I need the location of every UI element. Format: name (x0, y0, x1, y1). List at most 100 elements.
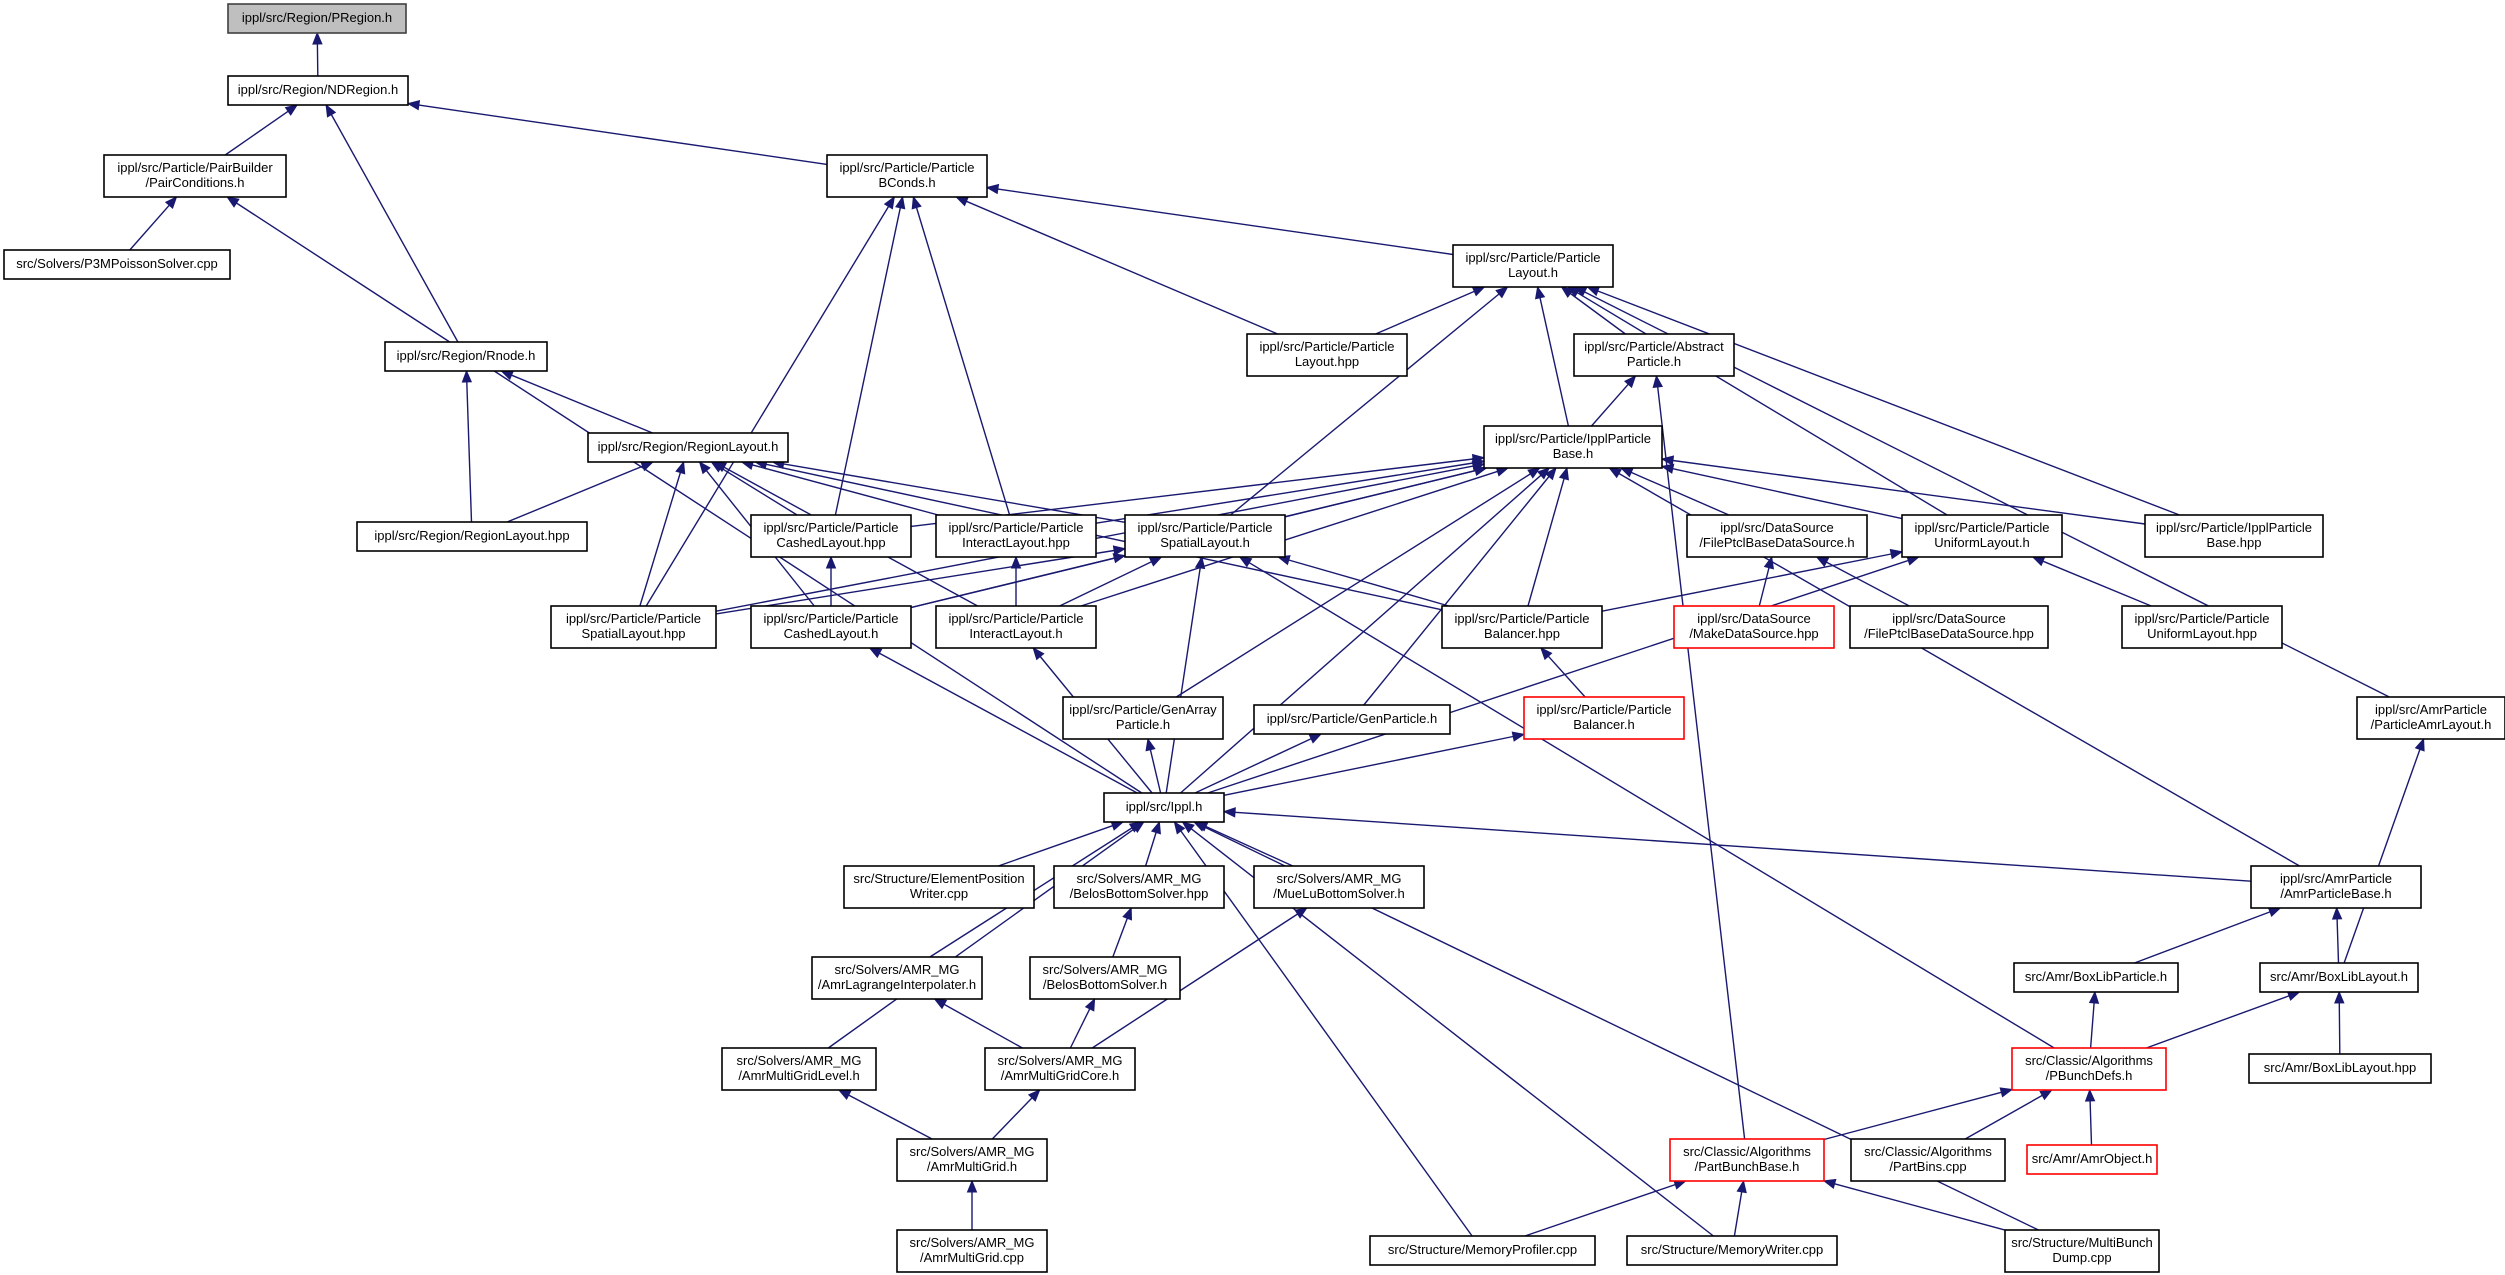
node-box (896, 1138, 1048, 1182)
node-filepcl-h[interactable]: ippl/src/DataSource/FilePtclBaseDataSour… (1686, 514, 1868, 558)
edge-partbins-to-pbunchdefs (1964, 1089, 2053, 1140)
arrowhead (1308, 733, 1323, 744)
node-box (750, 605, 912, 649)
node-amrbase[interactable]: ippl/src/AmrParticle/AmrParticleBase.h (2250, 865, 2422, 909)
node-interact-h[interactable]: ippl/src/Particle/ParticleInteractLayout… (935, 605, 1097, 649)
node-spatial-h[interactable]: ippl/src/Particle/ParticleSpatialLayout.… (1124, 514, 1286, 558)
arrowhead (1527, 467, 1541, 479)
node-label-line: src/Classic/Algorithms (1864, 1144, 1992, 1159)
node-box (2013, 962, 2179, 993)
edge-pbunchdefs-to-spatial_h (1238, 556, 2055, 1049)
edge-cashed_h-to-spatial_h (910, 553, 1127, 609)
node-uniform-h[interactable]: ippl/src/Particle/ParticleUniformLayout.… (1901, 514, 2063, 558)
edge-playout_hpp-to-playout_h (1375, 286, 1486, 335)
node-boxlibparticle[interactable]: src/Amr/BoxLibParticle.h (2013, 962, 2179, 993)
node-label-line: src/Amr/BoxLibLayout.h (2270, 969, 2408, 984)
node-label-line: ippl/src/DataSource (1892, 611, 2005, 626)
edge-regionlayout_h-to-rnode (500, 370, 653, 434)
edge-uniform_h-to-ipplbase_h (1660, 463, 1903, 520)
node-pairbuilder[interactable]: ippl/src/Particle/PairBuilder/PairCondit… (103, 154, 287, 198)
arrowhead (1540, 647, 1553, 661)
node-label-line: Particle.h (1627, 354, 1681, 369)
node-label-line: Base.h (1553, 446, 1593, 461)
node-boxliblayout-h[interactable]: src/Amr/BoxLibLayout.h (2259, 962, 2419, 993)
node-amrlayout[interactable]: ippl/src/AmrParticle/ParticleAmrLayout.h (2356, 696, 2505, 740)
node-label-line: SpatialLayout.hpp (581, 626, 685, 641)
node-lagrange[interactable]: src/Solvers/AMR_MG/AmrLagrangeInterpolat… (811, 956, 983, 1000)
node-label-line: /AmrLagrangeInterpolater.h (818, 977, 976, 992)
arrowhead (837, 1089, 852, 1100)
node-filepcl-hpp[interactable]: ippl/src/DataSource/FilePtclBaseDataSour… (1849, 605, 2049, 649)
node-p3m[interactable]: src/Solvers/P3MPoissonSolver.cpp (3, 249, 231, 280)
node-multigrid-h[interactable]: src/Solvers/AMR_MG/AmrMultiGrid.h (896, 1138, 1048, 1182)
node-memwriter[interactable]: src/Structure/MemoryWriter.cpp (1626, 1235, 1838, 1266)
arrowhead (1238, 556, 1253, 568)
node-interact-hpp[interactable]: ippl/src/Particle/ParticleInteractLayout… (935, 514, 1097, 558)
edge-spatial_hpp-to-spatial_h (715, 545, 1127, 615)
node-rnode[interactable]: ippl/src/Region/Rnode.h (384, 341, 548, 372)
node-boxliblayout-hpp[interactable]: src/Amr/BoxLibLayout.hpp (2248, 1053, 2432, 1084)
node-label-line: ippl/src/Particle/Particle (763, 520, 898, 535)
edge-multibunch-to-partbunch (1822, 1178, 2006, 1231)
edge-balancer_hpp-to-uniform_h (1601, 548, 1904, 612)
node-label-line: Dump.cpp (2052, 1250, 2111, 1265)
node-box (1626, 1235, 1838, 1266)
node-pbunchdefs[interactable]: src/Classic/Algorithms/PBunchDefs.h (2011, 1047, 2167, 1091)
node-label-line: Writer.cpp (910, 886, 968, 901)
edge-spatial_hpp-to-bconds (645, 195, 895, 607)
node-label-line: Base.hpp (2207, 535, 2262, 550)
arrowhead (284, 104, 299, 116)
edge-regionlayout_hpp-to-rnode (461, 369, 473, 523)
node-uniform-hpp[interactable]: ippl/src/Particle/ParticleUniformLayout.… (2121, 605, 2283, 649)
node-regionlayout-h[interactable]: ippl/src/Region/RegionLayout.h (587, 432, 789, 463)
arrowhead (1027, 1089, 1041, 1102)
nodes-layer: ippl/src/Region/PRegion.hippl/src/Region… (3, 3, 2505, 1273)
node-memprofiler[interactable]: src/Structure/MemoryProfiler.cpp (1369, 1235, 1596, 1266)
arrowhead (1148, 556, 1163, 567)
node-gridcore[interactable]: src/Solvers/AMR_MG/AmrMultiGridCore.h (984, 1047, 1136, 1091)
edge-interact_hpp-to-bconds (911, 195, 1011, 516)
node-amrobject[interactable]: src/Amr/AmrObject.h (2026, 1144, 2158, 1175)
node-gridlevel[interactable]: src/Solvers/AMR_MG/AmrMultiGridLevel.h (721, 1047, 877, 1091)
node-regionlayout-hpp[interactable]: ippl/src/Region/RegionLayout.hpp (356, 521, 588, 552)
node-ndregion[interactable]: ippl/src/Region/NDRegion.h (227, 75, 409, 106)
edge-ippl-to-ipplbase_h (1180, 467, 1551, 794)
node-muelu[interactable]: src/Solvers/AMR_MG/MueLuBottomSolver.h (1253, 865, 1425, 909)
arrowhead (1145, 737, 1156, 752)
node-belos-hpp[interactable]: src/Solvers/AMR_MG/BelosBottomSolver.hpp (1053, 865, 1225, 909)
node-label-line: ippl/src/Particle/Particle (839, 160, 974, 175)
node-label-line: Balancer.hpp (1484, 626, 1560, 641)
node-label-line: /BelosBottomSolver.h (1043, 977, 1167, 992)
node-genparticle[interactable]: ippl/src/Particle/GenParticle.h (1253, 704, 1451, 735)
node-makeds[interactable]: ippl/src/DataSource/MakeDataSource.hpp (1673, 605, 1835, 649)
node-ippl[interactable]: ippl/src/Ippl.h (1103, 792, 1225, 823)
node-belos-h[interactable]: src/Solvers/AMR_MG/BelosBottomSolver.h (1029, 956, 1181, 1000)
node-multigrid-cpp[interactable]: src/Solvers/AMR_MG/AmrMultiGrid.cpp (896, 1229, 1048, 1273)
node-box (1103, 792, 1225, 823)
node-cashed-hpp[interactable]: ippl/src/Particle/ParticleCashedLayout.h… (750, 514, 912, 558)
node-box (356, 521, 588, 552)
node-label-line: /PairConditions.h (146, 175, 245, 190)
arrowhead (985, 183, 1000, 195)
arrowhead (825, 555, 837, 569)
node-spatial-hpp[interactable]: ippl/src/Particle/ParticleSpatialLayout.… (550, 605, 717, 649)
edge-partbunch-to-pbunchdefs (1823, 1087, 2014, 1141)
edge-cashed_hpp-to-bconds (834, 195, 906, 516)
arrowhead (2031, 556, 2046, 567)
node-partbins[interactable]: src/Classic/Algorithms/PartBins.cpp (1850, 1138, 2006, 1182)
node-box (1124, 514, 1286, 558)
node-label-line: /PBunchDefs.h (2046, 1068, 2133, 1083)
node-partbunch[interactable]: src/Classic/Algorithms/PartBunchBase.h (1669, 1138, 1825, 1182)
